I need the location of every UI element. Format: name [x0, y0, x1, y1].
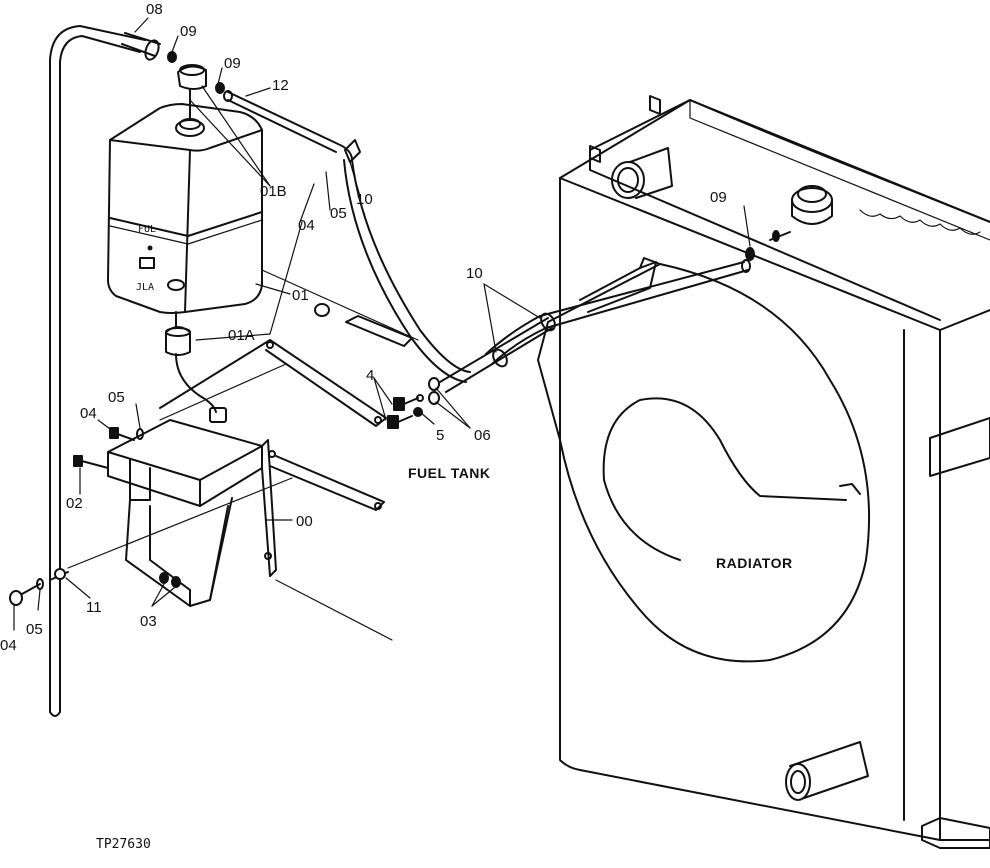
tank-marking-upper: FUL — [138, 224, 156, 235]
image-code: TP27630 — [96, 837, 151, 852]
callout-00: 00 — [296, 513, 313, 530]
callout-09-radiator: 09 — [710, 189, 727, 206]
callout-01a: 01A — [228, 327, 255, 344]
callout-03: 03 — [140, 613, 157, 630]
callout-11: 11 — [86, 599, 102, 616]
callout-05-top: 05 — [330, 205, 347, 222]
callout-04-left: 04 — [80, 405, 97, 422]
callout-5: 5 — [436, 427, 444, 444]
drain-fitting — [165, 311, 227, 423]
callout-01: 01 — [292, 287, 309, 304]
tank-bracket — [107, 339, 387, 607]
callout-05-left: 05 — [108, 389, 125, 406]
callout-06: 06 — [474, 427, 491, 444]
filler-cap — [177, 64, 207, 119]
callout-01b: 01B — [260, 183, 287, 200]
vent-tube — [49, 25, 161, 717]
label-fuel-tank: FUEL TANK — [408, 465, 491, 481]
callout-04-bottom: 04 — [0, 637, 17, 654]
callout-05-bottom: 05 — [26, 621, 43, 638]
callout-4: 4 — [366, 367, 374, 384]
bolt-02 — [73, 455, 109, 469]
tank-marking-lower: JLA — [136, 282, 154, 293]
leader-lines — [13, 17, 751, 631]
callout-10-hose: 10 — [466, 265, 483, 282]
radiator — [537, 95, 990, 849]
callout-02: 02 — [66, 495, 83, 512]
tube-clamp-09-top — [167, 51, 177, 63]
callout-09-mid: 09 — [224, 55, 241, 72]
hose-12 — [215, 82, 361, 163]
reservoir-tank — [107, 103, 263, 314]
bolt-04-05-lower — [9, 568, 69, 606]
grommet-01 — [314, 303, 330, 317]
callout-04-top: 04 — [298, 217, 315, 234]
label-radiator: RADIATOR — [716, 555, 793, 571]
callout-12: 12 — [272, 77, 289, 94]
radiator-hoses — [343, 159, 791, 393]
callout-08: 08 — [146, 1, 163, 18]
callouts: 08 09 09 12 01B 04 05 10 10 09 01 01A 4 … — [0, 1, 727, 654]
bolt-04-05-left — [109, 427, 144, 441]
spacer-plate — [345, 315, 413, 347]
callout-10-top: 10 — [356, 191, 373, 208]
bolts-center — [387, 377, 440, 429]
callout-09-top: 09 — [180, 23, 197, 40]
